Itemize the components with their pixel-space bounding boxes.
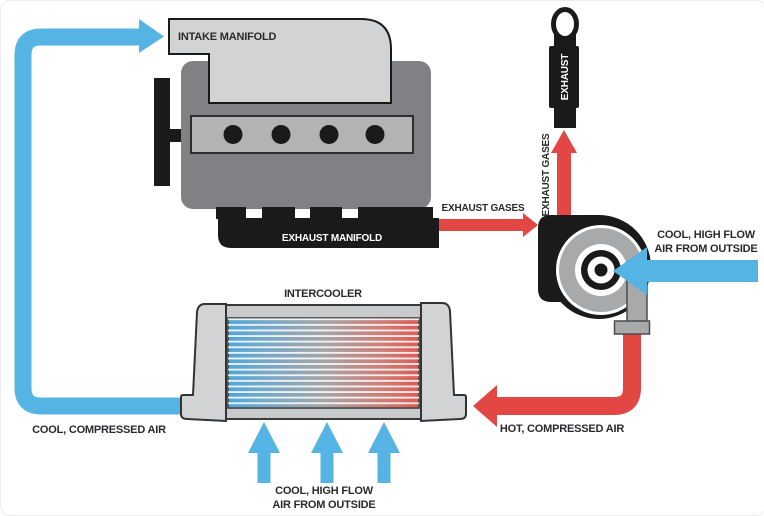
intercooler-label: INTERCOOLER bbox=[284, 288, 362, 300]
exhaust-manifold-shape bbox=[218, 218, 439, 248]
cool-compressed-air-label: COOL, COMPRESSED AIR bbox=[32, 424, 166, 436]
hot-air-arrow-icon bbox=[473, 385, 497, 427]
cool-high-flow-bottom-label-line2: AIR FROM OUTSIDE bbox=[272, 499, 375, 511]
cool-airflow-arrow-icon bbox=[311, 422, 343, 483]
cool-compressed-air-pipe bbox=[14, 28, 183, 415]
intercooler-left-tank bbox=[180, 303, 227, 423]
intake-arrow-icon bbox=[139, 19, 164, 53]
exhaust-muffler bbox=[549, 46, 579, 108]
cylinder-icon bbox=[319, 125, 339, 144]
exhaust-manifold-label: EXHAUST MANIFOLD bbox=[282, 233, 382, 244]
cylinder-icon bbox=[223, 125, 243, 144]
intercooler-right-tank bbox=[420, 302, 467, 423]
intake-manifold-label: INTAKE MANIFOLD bbox=[178, 31, 276, 43]
exhaust-port bbox=[262, 207, 295, 219]
hot-compressed-air-label: HOT, COMPRESSED AIR bbox=[500, 423, 624, 435]
exhaust-port bbox=[216, 207, 246, 219]
cool-airflow-arrow-icon bbox=[368, 422, 400, 483]
engine-accessory-notch bbox=[170, 129, 181, 142]
hot-compressed-air-pipe bbox=[495, 331, 641, 415]
exhaust-gases-arrow-icon bbox=[439, 213, 538, 237]
exhaust-gases-vertical-label: EXHAUST GASES bbox=[541, 133, 552, 217]
exhaust-up-arrow-icon bbox=[551, 130, 577, 216]
exhaust-port bbox=[310, 207, 342, 219]
cool-airflow-arrow-icon bbox=[248, 422, 280, 483]
exhaust-tip-icon bbox=[551, 7, 579, 41]
cool-high-flow-right-label-line2: AIR FROM OUTSIDE bbox=[654, 243, 757, 255]
intake-manifold-shape bbox=[168, 18, 392, 104]
engine-accessory-bar bbox=[154, 78, 170, 186]
cool-high-flow-right-label-line1: COOL, HIGH FLOW bbox=[657, 229, 756, 241]
cylinder-icon bbox=[365, 125, 385, 144]
compressor-wheel-nut bbox=[594, 263, 608, 277]
ambient-air-arrow-icon bbox=[613, 247, 758, 295]
exhaust-pipe-label: EXHAUST bbox=[560, 54, 571, 100]
exhaust-gases-label: EXHAUST GASES bbox=[442, 203, 526, 214]
exhaust-port bbox=[358, 207, 433, 219]
turbo-outlet-flange bbox=[613, 320, 651, 335]
intercooler-core-fins bbox=[228, 318, 419, 408]
exhaust-tailpipe bbox=[554, 108, 576, 128]
cool-high-flow-bottom-label-line1: COOL, HIGH FLOW bbox=[275, 485, 374, 497]
cylinder-icon bbox=[271, 125, 291, 144]
